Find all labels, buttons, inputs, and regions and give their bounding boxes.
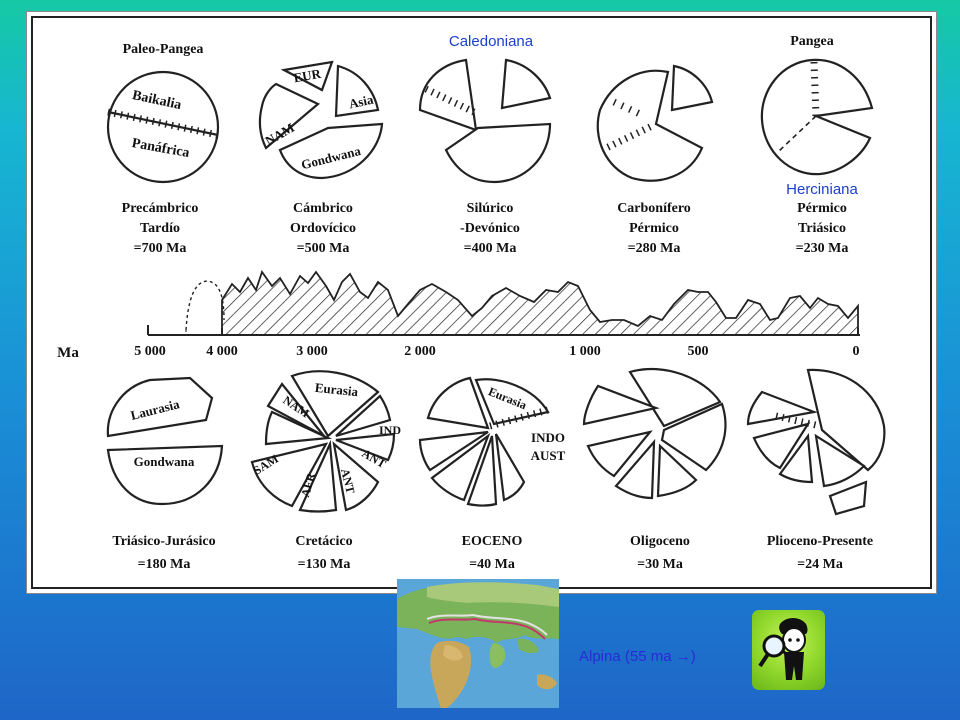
label-asia: Asia (347, 92, 375, 112)
period-captions-bottom: Triásico-Jurásico =180 Ma Cretácico =130… (112, 534, 873, 572)
pie-carbonifero (596, 64, 714, 182)
pie-oligoceno (582, 367, 727, 500)
period-4-line-3: =280 Ma (628, 241, 681, 256)
period-captions-top: Precámbrico Tardío =700 Ma Cámbrico Ordo… (122, 201, 849, 256)
period-7-line-1: Cretácico (295, 534, 352, 549)
label-paleo-pangea: Paleo-Pangea (123, 42, 204, 57)
axis-tick-2000: 2 000 (404, 344, 436, 359)
period-1-line-1: Precámbrico (122, 201, 199, 216)
orogeny-timeline (185, 270, 859, 336)
period-1-line-3: =700 Ma (134, 241, 187, 256)
period-7-line-2: =130 Ma (298, 557, 351, 572)
period-10-line-2: =24 Ma (797, 557, 843, 572)
period-2-line-1: Cámbrico (293, 201, 353, 216)
label-aust: AUST (531, 448, 566, 463)
pie-cretacico (250, 370, 396, 513)
period-8-line-1: EOCENO (462, 534, 523, 549)
pie-silurico (418, 58, 552, 184)
period-2-line-3: =500 Ma (297, 241, 350, 256)
label-herciniana: Herciniana (786, 181, 858, 198)
label-afr-cretacico: AFR (298, 471, 318, 499)
pie-pangea (760, 58, 874, 176)
axis-tick-1000: 1 000 (569, 344, 601, 359)
label-pangea: Pangea (790, 34, 834, 49)
period-3-line-1: Silúrico (467, 201, 514, 216)
period-3-line-2: -Devónico (460, 221, 520, 236)
period-6-line-2: =180 Ma (138, 557, 191, 572)
pie-labels: Paleo-Pangea Pangea Baikalia Panáfrica E… (123, 34, 834, 499)
axis-tick-500: 500 (688, 344, 709, 359)
label-gondwana-bottom: Gondwana (134, 454, 195, 469)
label-eur: EUR (292, 66, 322, 86)
period-5-line-1: Pérmico (797, 201, 847, 216)
period-5-line-2: Triásico (798, 221, 846, 236)
label-ant-cretacico-1: ANT (338, 467, 358, 495)
alpine-belt-map (397, 579, 559, 708)
axis-labels: Ma 5 000 4 000 3 000 2 000 1 000 500 0 (57, 344, 859, 361)
period-3-line-3: =400 Ma (464, 241, 517, 256)
period-9-line-2: =30 Ma (637, 557, 683, 572)
period-10-line-1: Plioceno-Presente (767, 534, 873, 549)
period-9-line-1: Oligoceno (630, 534, 690, 549)
pie-triasico-jurasico (106, 376, 224, 506)
axis-tick-4000: 4 000 (206, 344, 238, 359)
pie-cambrico (258, 60, 384, 180)
pie-eoceno (418, 376, 550, 507)
pie-paleo-pangea (106, 70, 220, 184)
alpina-caption: Alpina (55 ma →) (579, 648, 696, 665)
axis-unit: Ma (57, 345, 79, 361)
label-ind-cretacico: IND (379, 423, 401, 437)
period-4-line-1: Carbonífero (617, 201, 691, 216)
period-2-line-2: Ordovícico (290, 221, 356, 236)
pie-plioceno (746, 368, 886, 516)
axis-tick-3000: 3 000 (296, 344, 328, 359)
time-axis (147, 325, 860, 336)
axis-tick-0: 0 (853, 344, 860, 359)
hatched-growth-area (221, 270, 859, 336)
axis-tick-5000: 5 000 (134, 344, 166, 359)
period-1-line-2: Tardío (140, 221, 180, 236)
label-indo: INDO (531, 430, 565, 445)
period-5-line-3: =230 Ma (796, 241, 849, 256)
dashed-origin-curve (185, 280, 225, 331)
magnifier-boy-icon (752, 610, 825, 690)
period-6-line-1: Triásico-Jurásico (112, 534, 215, 549)
period-8-line-2: =40 Ma (469, 557, 515, 572)
period-4-line-2: Pérmico (629, 221, 679, 236)
label-caledoniana: Caledoniana (449, 33, 534, 50)
label-eurasia-cretacico: Eurasia (314, 380, 359, 400)
